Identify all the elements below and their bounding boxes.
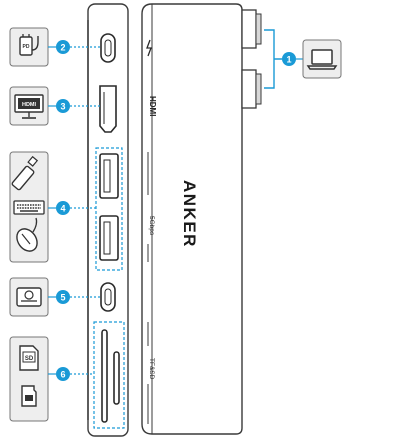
usb-speed-side-label: 5Gbps <box>148 216 155 236</box>
svg-text:5: 5 <box>60 293 65 303</box>
callout-5 <box>56 290 70 304</box>
usb-c-plug-top <box>241 9 262 49</box>
keyboard-icon <box>13 200 45 215</box>
callout-2 <box>56 40 70 54</box>
callout-3 <box>56 99 70 113</box>
plug-bracket <box>264 29 282 89</box>
svg-text:1: 1 <box>286 55 291 65</box>
usb-c-port-data <box>100 282 116 312</box>
callout-4 <box>56 201 70 215</box>
hub-top-face <box>141 3 243 435</box>
usb-c-port-pd <box>100 33 116 63</box>
mouse-icon <box>16 217 38 252</box>
svg-text:2: 2 <box>60 43 65 53</box>
flash-drive-icon <box>11 155 39 191</box>
usb-a-group-box <box>95 147 123 271</box>
usb-a-port-1 <box>99 153 119 199</box>
external-drive-icon <box>16 287 42 307</box>
svg-text:SD: SD <box>25 356 34 362</box>
callout-6 <box>56 367 70 381</box>
callout-1 <box>282 52 296 66</box>
hdmi-side-label: HDMI <box>148 96 157 116</box>
svg-text:4: 4 <box>60 204 65 214</box>
card-side-label: TF&SD <box>148 358 155 380</box>
hdmi-port <box>99 85 117 133</box>
usb-c-plug-bottom <box>241 69 262 109</box>
brand-logo: ANKER <box>180 180 199 248</box>
usb-a-port-2 <box>99 215 119 261</box>
microsd-card-icon <box>21 385 37 407</box>
tf-slot <box>113 351 120 405</box>
power-symbol <box>146 39 152 57</box>
svg-text:HDMI: HDMI <box>22 102 37 108</box>
svg-text:3: 3 <box>60 102 65 112</box>
sd-slot <box>101 329 108 423</box>
hub-port-side <box>87 3 129 437</box>
sd-card-icon: SD <box>19 345 39 371</box>
laptop-icon <box>306 49 338 70</box>
card-slot-group-box <box>93 321 125 429</box>
svg-text:PD: PD <box>23 44 30 50</box>
hdmi-monitor-icon: HDMI <box>14 94 44 119</box>
power-delivery-icon: PD <box>19 34 39 56</box>
svg-text:6: 6 <box>60 370 65 380</box>
